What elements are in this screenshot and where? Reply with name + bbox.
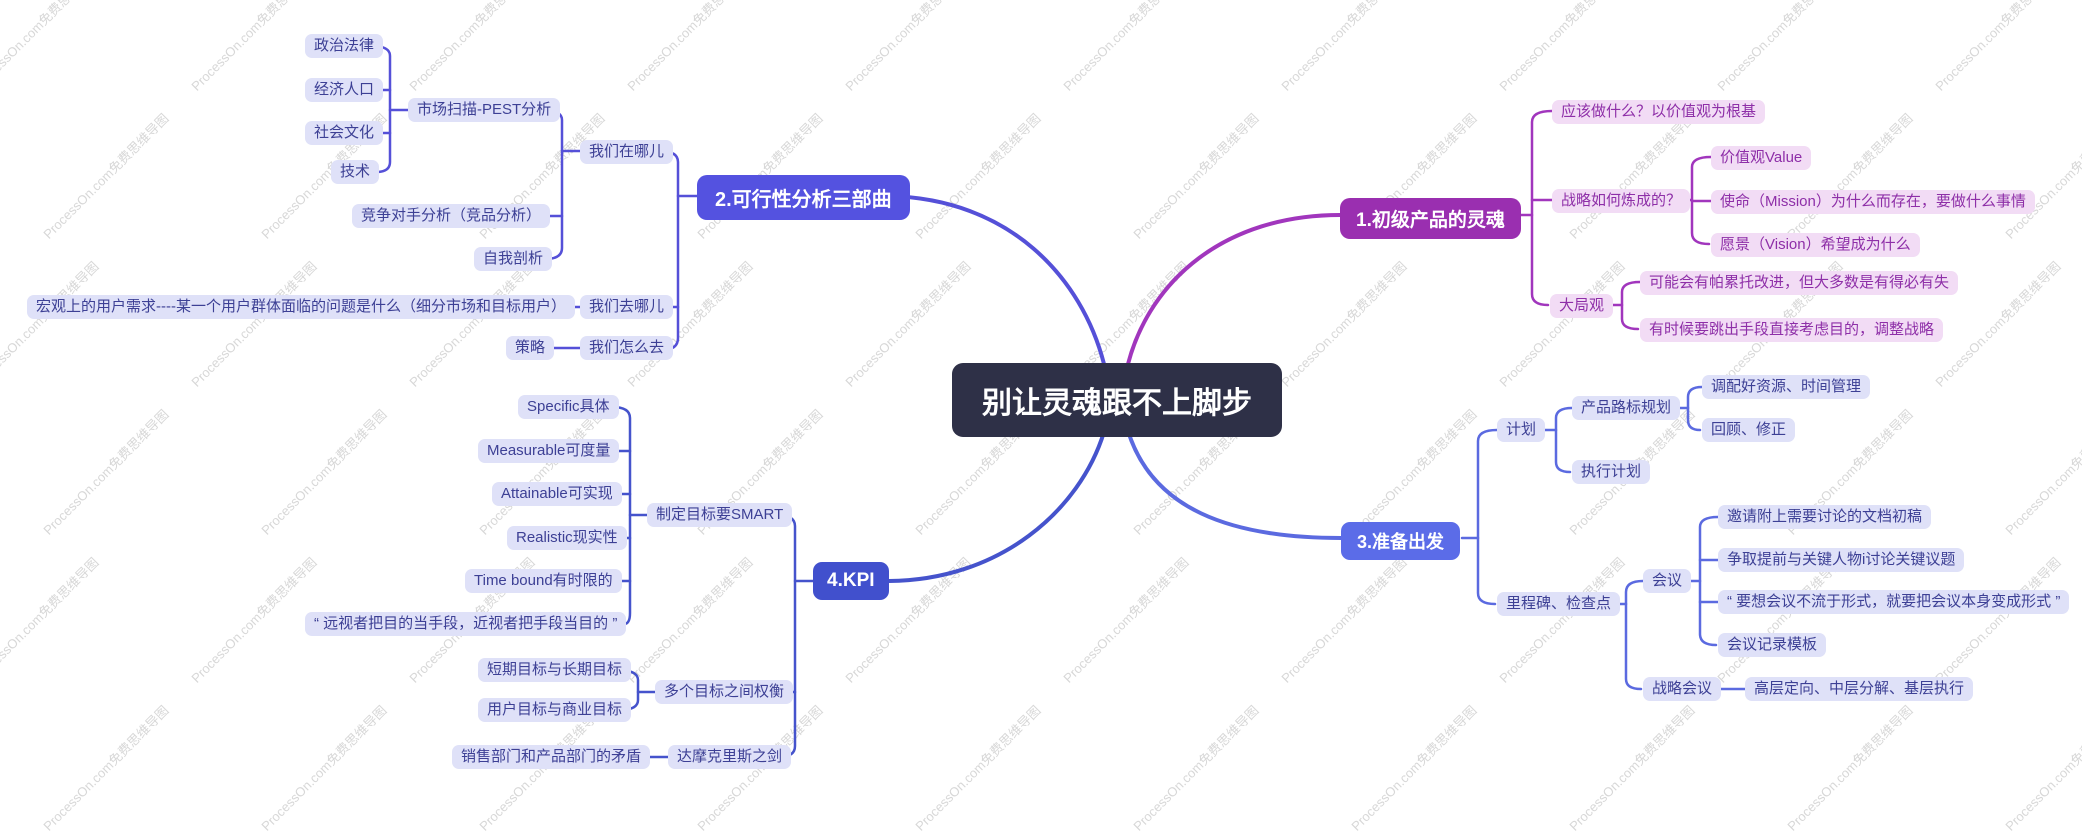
node-zhanlue[interactable]: 战略如何炼成的？: [1552, 189, 1691, 213]
node-jilu[interactable]: 会议记录模板: [1718, 633, 1827, 657]
node-jingji[interactable]: 经济人口: [305, 78, 384, 102]
node-women-zainar[interactable]: 我们在哪儿: [580, 140, 674, 164]
node-jishu[interactable]: 技术: [331, 160, 380, 184]
node-realistic[interactable]: Realistic现实性: [507, 526, 627, 550]
node-quanheng[interactable]: 多个目标之间权衡: [655, 680, 794, 704]
node-shehui[interactable]: 社会文化: [305, 121, 384, 145]
node-yinggai[interactable]: 应该做什么？以价值观为根基: [1552, 100, 1766, 124]
branch2-node[interactable]: 2.可行性分析三部曲: [697, 175, 910, 220]
node-yuanshi[interactable]: “ 远视者把目的当手段，近视者把手段当目的 ”: [305, 612, 627, 636]
branch3-node[interactable]: 3.准备出发: [1341, 522, 1461, 560]
node-luxian[interactable]: 产品路标规划: [1572, 396, 1681, 420]
node-tiaopei[interactable]: 调配好资源、时间管理: [1702, 375, 1871, 399]
node-measurable[interactable]: Measurable可度量: [478, 439, 620, 463]
node-tiaochu[interactable]: 有时候要跳出手段直接考虑目的，调整战略: [1640, 318, 1944, 342]
node-gaoceng[interactable]: 高层定向、中层分解、基层执行: [1745, 677, 1974, 701]
node-zhanlvehuiyi[interactable]: 战略会议: [1643, 677, 1722, 701]
node-xiaoshou[interactable]: 销售部门和产品部门的矛盾: [452, 745, 651, 769]
node-women-qunar[interactable]: 我们去哪儿: [580, 295, 674, 319]
node-hongguan[interactable]: 宏观上的用户需求----某一个用户群体面临的问题是什么（细分市场和目标用户）: [27, 295, 575, 319]
branch4-brackets: [608, 405, 815, 759]
node-huiyi[interactable]: 会议: [1643, 569, 1692, 593]
node-shiming[interactable]: 使命（Mission）为什么而存在，要做什么事情: [1711, 190, 2035, 214]
branch4-node[interactable]: 4.KPI: [813, 562, 889, 600]
node-zhengzhi[interactable]: 政治法律: [305, 34, 384, 58]
curve-center-branch4: [885, 430, 1106, 583]
node-attainable[interactable]: Attainable可实现: [492, 482, 622, 506]
node-jingzheng[interactable]: 竞争对手分析（竞品分析）: [352, 204, 551, 228]
curve-center-branch1: [1126, 213, 1342, 366]
curve-center-branch2: [885, 194, 1106, 366]
node-smart[interactable]: 制定目标要SMART: [647, 503, 793, 527]
node-pest[interactable]: 市场扫描-PEST分析: [408, 98, 561, 122]
center-topic[interactable]: 别让灵魂跟不上脚步: [952, 363, 1282, 437]
node-dajuguan[interactable]: 大局观: [1550, 294, 1614, 318]
node-jiazhiguan[interactable]: 价值观Value: [1711, 146, 1812, 170]
branch1-node[interactable]: 1.初级产品的灵魂: [1340, 198, 1521, 239]
node-ziwo[interactable]: 自我剖析: [474, 247, 553, 271]
node-jihua[interactable]: 计划: [1497, 418, 1546, 442]
node-specific[interactable]: Specific具体: [518, 395, 619, 419]
node-yonghu[interactable]: 用户目标与商业目标: [478, 698, 632, 722]
node-zhixing[interactable]: 执行计划: [1572, 460, 1651, 484]
node-yaoqing[interactable]: 邀请附上需要讨论的文档初稿: [1718, 505, 1932, 529]
branch1-brackets: [1515, 109, 1713, 331]
node-pareto[interactable]: 可能会有帕累托改进，但大多数是有得必有失: [1640, 271, 1959, 295]
node-licheng[interactable]: 里程碑、检查点: [1497, 592, 1621, 616]
node-duanqi[interactable]: 短期目标与长期目标: [478, 658, 632, 682]
node-damo[interactable]: 达摩克里斯之剑: [668, 745, 792, 769]
node-celue[interactable]: 策略: [506, 336, 555, 360]
node-zhengqu[interactable]: 争取提前与关键人物i讨论关键议题: [1718, 548, 1965, 572]
node-huigu[interactable]: 回顾、修正: [1702, 418, 1796, 442]
node-yuanjing[interactable]: 愿景（Vision）希望成为什么: [1711, 233, 1920, 257]
curve-center-branch3: [1126, 429, 1343, 540]
node-women-zenmequ[interactable]: 我们怎么去: [580, 336, 674, 360]
node-yaoxiang[interactable]: “ 要想会议不流于形式，就要把会议本身变成形式 ”: [1718, 590, 2070, 614]
node-timebound[interactable]: Time bound有时限的: [465, 569, 622, 593]
